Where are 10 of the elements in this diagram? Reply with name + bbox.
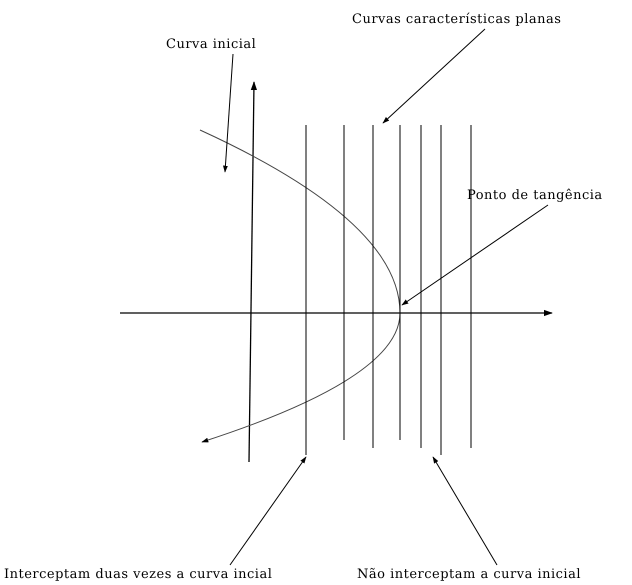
leader-line — [222, 54, 234, 173]
annotation-text: Curvas características planas — [352, 12, 562, 27]
annotation-text: Interceptam duas vezes a curva incial — [4, 567, 272, 582]
leader-line — [401, 204, 548, 306]
leader-line — [230, 456, 306, 566]
annotation-text: Curva inicial — [166, 37, 256, 52]
parabola-curve — [200, 130, 400, 442]
annotation-text: Não interceptam a curva inicial — [357, 567, 581, 582]
leader-line — [382, 28, 486, 124]
leader-line — [432, 456, 498, 566]
